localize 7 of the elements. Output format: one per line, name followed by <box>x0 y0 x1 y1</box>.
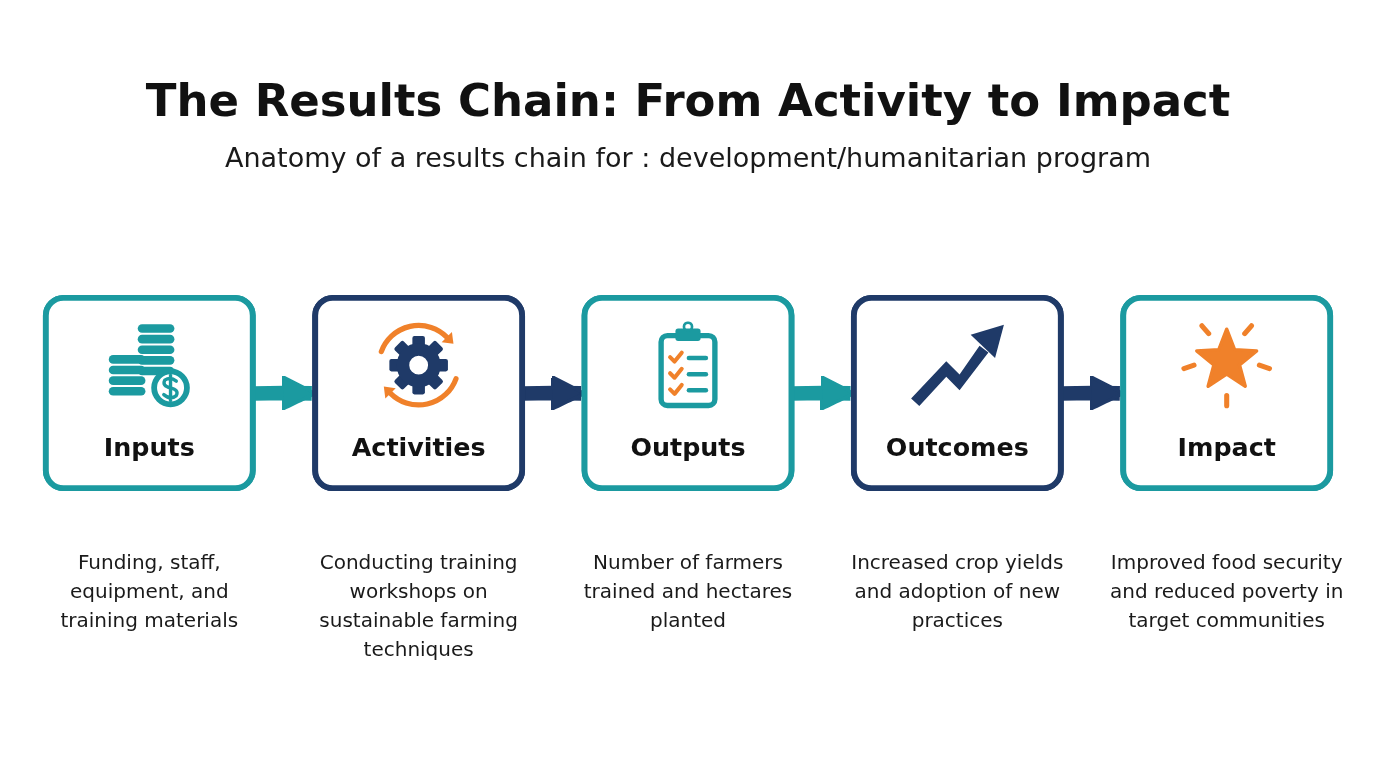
title: The Results Chain: From Activity to Impact <box>145 74 1231 127</box>
description-text: Improved food security and reduced poverty in target communities <box>1109 549 1345 635</box>
subtitle: Anatomy of a results chain for : development/humanitarian program <box>224 142 1152 173</box>
description-text: Funding, staff, equipment, and training materials <box>59 549 240 635</box>
description-text: Number of farmers trained and hectares planted <box>582 549 794 635</box>
description-text: Increased crop yields and adoption of new practices <box>850 549 1065 635</box>
description-text: Conducting training workshops on sustainable farming techniques <box>318 549 519 664</box>
